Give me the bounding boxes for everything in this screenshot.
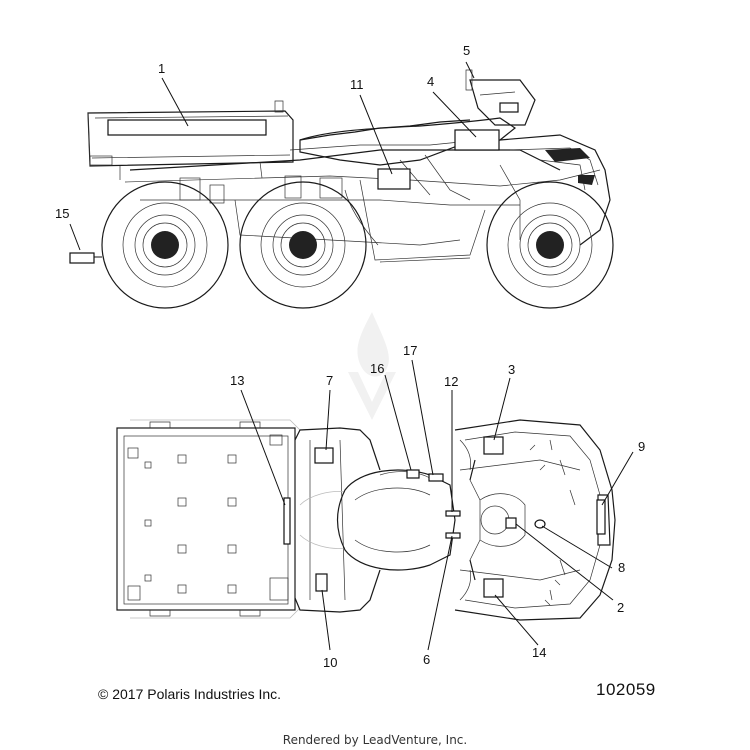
cargo-box-side: [87, 100, 294, 180]
front-body-top: [454, 419, 616, 621]
wheel-front: [486, 181, 614, 309]
cargo-box-top: [116, 419, 301, 619]
callout-5: 5: [463, 43, 470, 58]
callout-4: 4: [427, 74, 434, 89]
callout-7: 7: [326, 373, 333, 388]
watermark-logo: [348, 312, 396, 420]
decal-14-front-rack: [483, 578, 504, 598]
callout-10: 10: [323, 655, 337, 670]
callout-3: 3: [508, 362, 515, 377]
callout-1: 1: [158, 61, 165, 76]
handlebar-top: [459, 439, 526, 601]
decal-7-footwell: [314, 447, 334, 464]
decal-15-tire: [69, 252, 95, 264]
copyright-notice: © 2017 Polaris Industries Inc.: [98, 686, 282, 702]
leader-lines: [69, 61, 634, 651]
decal-12-handlebar: [445, 510, 461, 517]
decal-3-front-rack: [483, 436, 504, 455]
decal-1-cargo-side: [107, 119, 267, 136]
decal-6-handlebar: [445, 532, 461, 539]
top-view: [116, 419, 616, 621]
callout-8: 8: [618, 560, 625, 575]
decal-17-seat: [428, 473, 444, 482]
decal-13-cargo-top: [283, 497, 291, 545]
callout-16: 16: [370, 361, 384, 376]
side-view: [69, 69, 614, 309]
decal-2-pod: [505, 517, 517, 529]
callout-labels: 1 11 4 5 15 13 7 16 17 12 3 9 8 2 14 6 1…: [55, 43, 645, 670]
callout-2: 2: [617, 600, 624, 615]
callout-13: 13: [230, 373, 244, 388]
decal-4-fender: [454, 129, 500, 151]
callout-6: 6: [423, 652, 430, 667]
decal-11-side-panel: [377, 168, 411, 190]
handlebar-side: [465, 69, 536, 126]
callout-14: 14: [532, 645, 546, 660]
wheel-rear-2: [239, 181, 367, 309]
front-body-side: [499, 134, 611, 246]
wheel-rear-1: [101, 181, 229, 309]
callout-12: 12: [444, 374, 458, 389]
callout-9: 9: [638, 439, 645, 454]
rendered-by-credit: Rendered by LeadVenture, Inc.: [282, 733, 468, 747]
decal-9-front-plate: [596, 499, 606, 535]
callout-15: 15: [55, 206, 69, 221]
decal-16-seat: [406, 469, 420, 479]
frame-top: [294, 427, 381, 613]
callout-11: 11: [350, 77, 364, 92]
callout-17: 17: [403, 343, 417, 358]
decal-5-pod: [499, 102, 519, 113]
seat-top: [336, 469, 456, 571]
diagram-number: 102059: [596, 680, 656, 699]
decal-10-footwell: [315, 573, 328, 592]
